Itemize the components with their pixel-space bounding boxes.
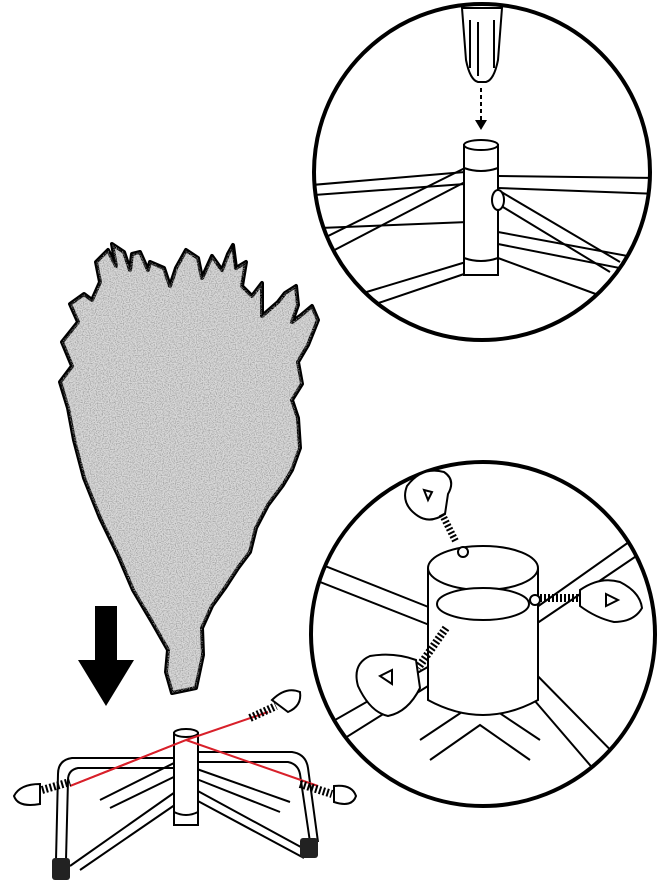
stand-screw-left — [14, 782, 70, 805]
stand-screw-right — [300, 784, 356, 804]
stand-assembly — [14, 690, 356, 880]
pole-end — [462, 8, 502, 82]
stand-collar — [464, 140, 504, 275]
detail-stand-collar-screws — [300, 462, 660, 806]
collar — [428, 546, 540, 715]
down-arrow-icon — [78, 606, 134, 706]
detail-pole-insert — [300, 4, 660, 340]
stand-screw-right-top — [250, 690, 300, 718]
